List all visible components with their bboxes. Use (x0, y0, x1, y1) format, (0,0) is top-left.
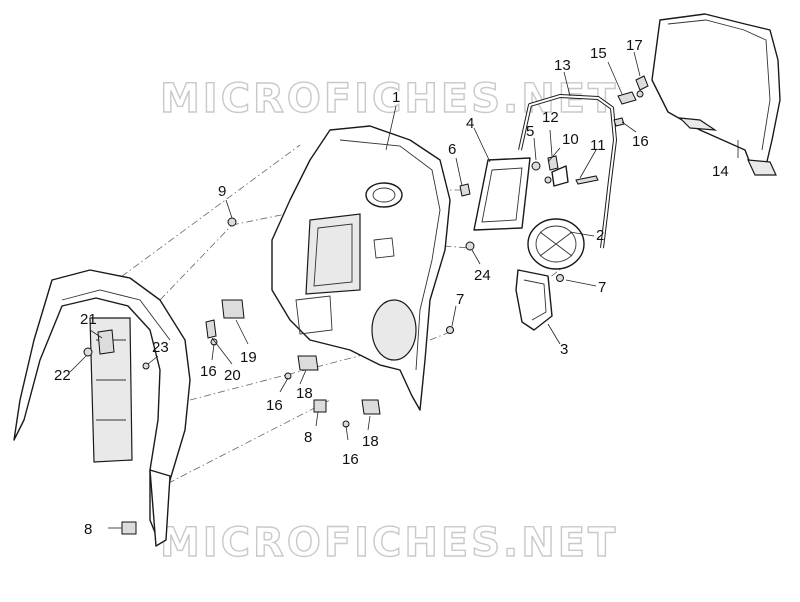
part-10-lock (544, 165, 569, 187)
part-4-glovebox-door (473, 157, 531, 231)
callout-7-right: 7 (598, 279, 606, 296)
callout-labels: 1 2 3 4 5 6 7 7 8 8 9 10 11 12 13 14 15 … (54, 37, 729, 538)
callout-12: 12 (542, 109, 559, 126)
part-6-clip (459, 183, 471, 197)
callout-24: 24 (474, 267, 491, 284)
callout-7-center: 7 (456, 291, 464, 308)
callout-3: 3 (560, 341, 568, 358)
callout-19: 19 (240, 349, 257, 366)
callout-1: 1 (392, 89, 400, 106)
callout-11: 11 (590, 137, 606, 154)
part-8-clip-mid (313, 399, 327, 413)
callout-13: 13 (554, 57, 571, 74)
part-24-screw (465, 241, 475, 251)
part-2-filler-cover (527, 218, 585, 270)
front-shield-frame (13, 269, 191, 547)
part-22-screw (83, 347, 93, 357)
part-15-clip (617, 91, 637, 105)
part-20-clip (205, 319, 217, 339)
callout-16-left: 16 (200, 363, 217, 380)
callout-15: 15 (590, 45, 607, 62)
callout-8-bottom: 8 (84, 521, 92, 538)
part-17-screw (635, 75, 649, 98)
part-18-clip-upper (297, 355, 319, 371)
part-11-pin (575, 175, 599, 185)
callout-22: 22 (54, 367, 71, 384)
part-23-nut (142, 362, 150, 370)
part-18-clip-lower (361, 399, 381, 415)
callout-16-lower: 16 (342, 451, 359, 468)
callout-16-top: 16 (632, 133, 649, 150)
part-5-nut (531, 161, 541, 171)
callout-4: 4 (466, 115, 474, 132)
callout-18-upper: 18 (296, 385, 313, 402)
part-13-seal-strip (518, 94, 617, 249)
callout-16-mid: 16 (266, 397, 283, 414)
callout-6: 6 (448, 141, 456, 158)
callout-18-lower: 18 (362, 433, 379, 450)
callout-23: 23 (152, 339, 169, 356)
part-7-screw-right (556, 274, 564, 282)
callout-14: 14 (712, 163, 729, 180)
callout-20: 20 (224, 367, 241, 384)
part-8-clip-bottom (121, 521, 137, 535)
callout-17: 17 (626, 37, 643, 54)
part-14-rear-shield (651, 13, 781, 176)
watermark-bottom: MICROFICHES.NET (160, 520, 618, 566)
part-1-leg-shield (271, 125, 451, 411)
part-16-screw-mid (284, 372, 292, 380)
part-9-screw (227, 217, 237, 227)
leader-lines (69, 51, 739, 529)
callout-10: 10 (562, 131, 579, 148)
part-3-bracket (515, 269, 553, 331)
part-19-clip (221, 299, 245, 319)
callout-21: 21 (80, 311, 97, 328)
watermark-top: MICROFICHES.NET (160, 76, 618, 122)
callout-5: 5 (526, 123, 534, 140)
callout-8-mid: 8 (304, 429, 312, 446)
callout-9: 9 (218, 183, 226, 200)
part-7-screw-center (446, 326, 454, 334)
part-16-screw-top (613, 117, 625, 127)
part-21-bracket (97, 329, 115, 355)
part-12-latch (547, 155, 559, 171)
callout-2: 2 (596, 227, 604, 244)
